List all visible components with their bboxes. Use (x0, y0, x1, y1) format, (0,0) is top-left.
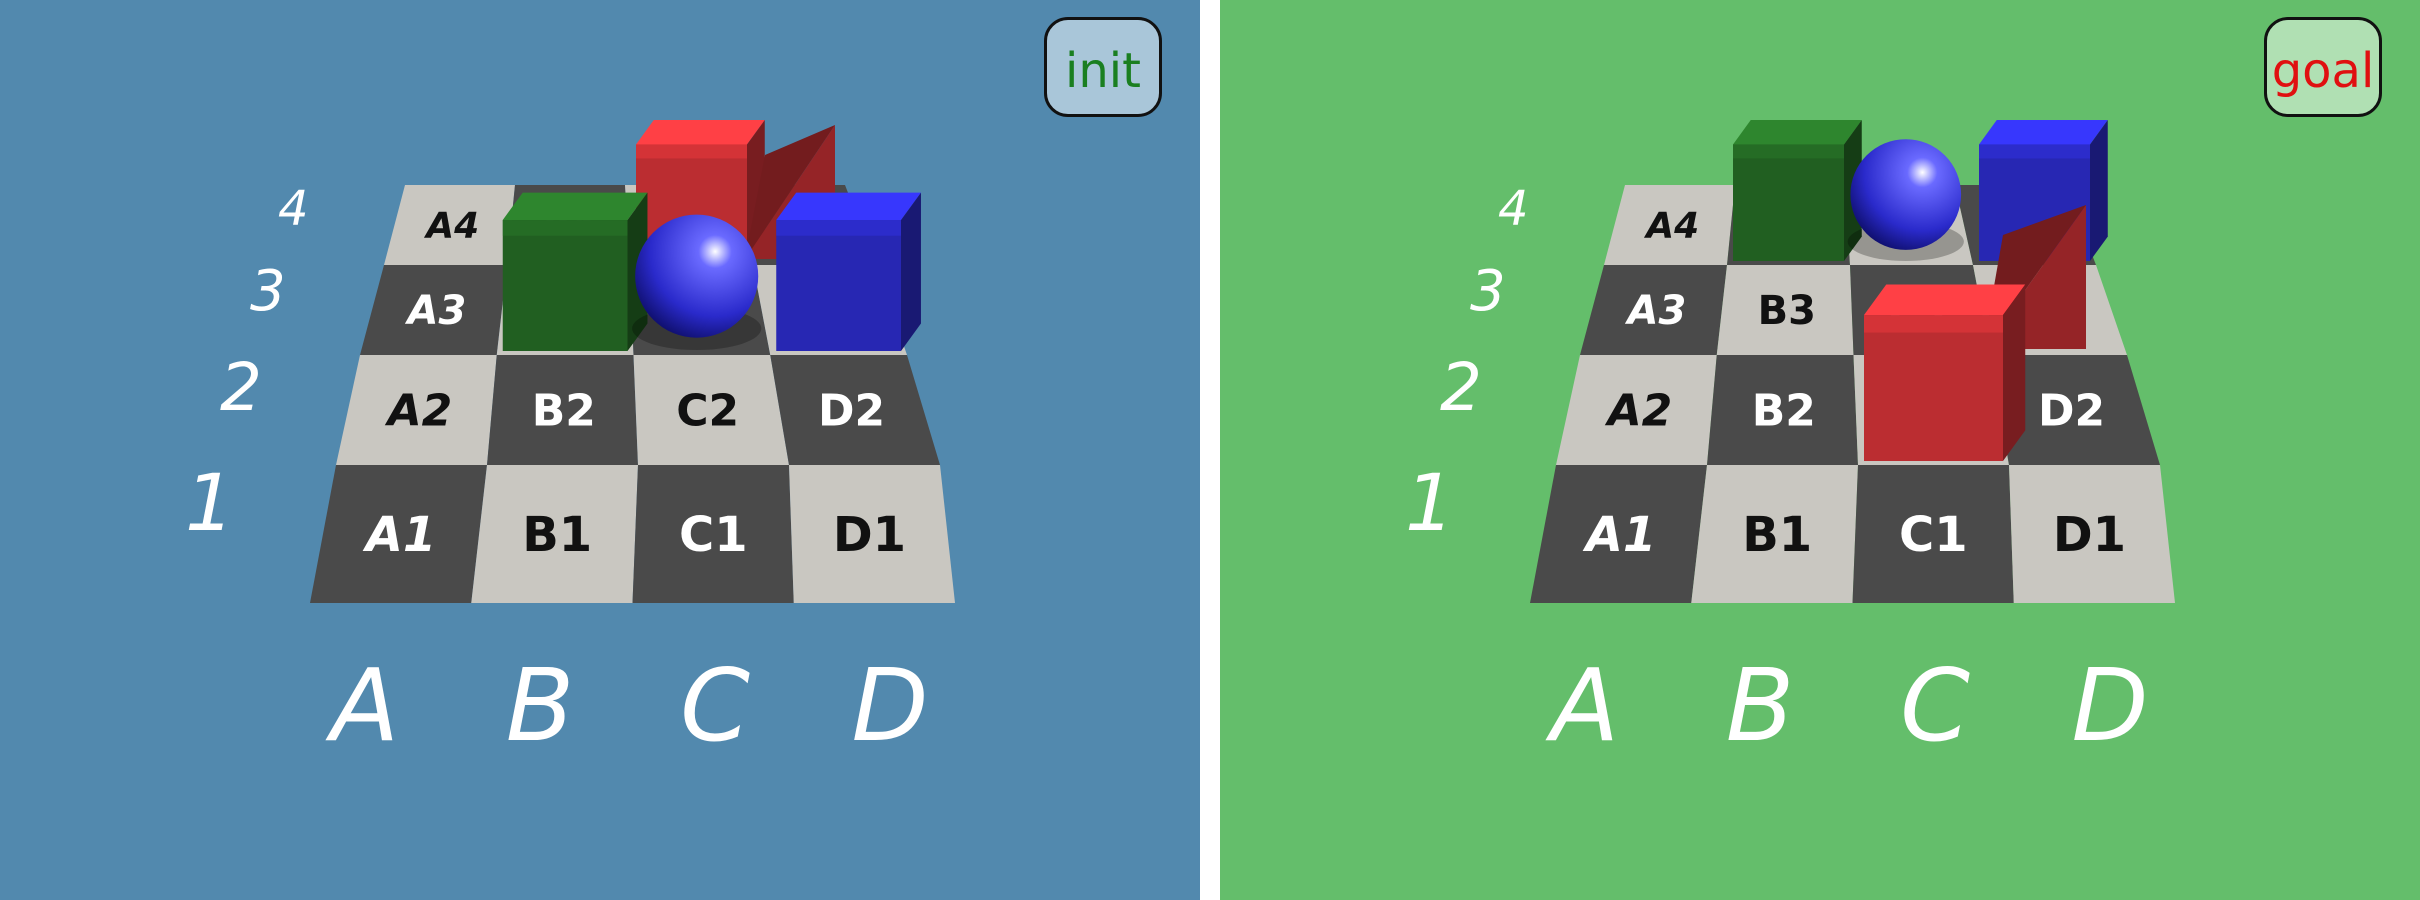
panel-divider (1200, 0, 1220, 900)
tile-A4 (384, 185, 515, 265)
tile-label: A3 (1625, 288, 1687, 334)
tile-A4 (1604, 185, 1735, 265)
tile-C1 (1852, 465, 2014, 603)
tile-D2 (1990, 355, 2160, 465)
green-cube (1733, 120, 1862, 261)
tile-label: B2 (1752, 385, 1816, 436)
tile-D1 (2009, 465, 2175, 603)
tile-label: D1 (2053, 507, 2126, 563)
tile-label: C1 (1899, 507, 1968, 563)
column-label-A: A (325, 647, 399, 764)
tile-label: D2 (818, 385, 885, 436)
blue-sphere (632, 214, 762, 350)
row-label-3: 3 (250, 259, 286, 324)
goal-badge: goal (2264, 17, 2382, 117)
tile-B1 (471, 465, 638, 603)
tile-D2 (770, 355, 940, 465)
blue-cube (776, 192, 921, 351)
tile-label: A2 (1605, 385, 1673, 436)
tile-label: A4 (423, 206, 479, 247)
tile-label: A1 (362, 507, 437, 563)
tile-label: D2 (2038, 385, 2105, 436)
row-label-1: 1 (185, 459, 235, 549)
tile-label: C2 (676, 385, 739, 436)
tile-label: D1 (833, 507, 906, 563)
tile-label: A4 (1643, 206, 1699, 247)
green-cube (502, 192, 648, 351)
column-label-C: C (1900, 647, 1970, 764)
column-label-B: B (506, 647, 575, 764)
tile-A2 (1556, 355, 1717, 465)
tile-A3 (1580, 265, 1727, 355)
tile-A3 (360, 265, 507, 355)
tile-A2 (336, 355, 497, 465)
init-panel: 1234A1B1C1D1A2B2C2D2A3B3C3D3A4B4C4D4ABCD… (0, 0, 1200, 900)
column-label-D: D (851, 647, 928, 764)
tile-label: B1 (522, 507, 592, 563)
board-init: 1234A1B1C1D1A2B2C2D2A3B3C3D3A4B4C4D4ABCD (185, 120, 955, 764)
row-label-2: 2 (220, 349, 262, 426)
tile-A1 (1530, 465, 1707, 603)
blue-sphere (1847, 139, 1964, 261)
tile-B3 (1716, 265, 1854, 355)
tile-label: B3 (1758, 288, 1816, 334)
board-goal: 1234A1B1C1D1A2B2C2D2A3B3C3D3A4B4C4D4ABCD (1405, 120, 2175, 764)
tile-label: B2 (532, 385, 596, 436)
goal-badge-label: goal (2271, 43, 2375, 99)
tile-label: A2 (385, 385, 453, 436)
column-label-C: C (680, 647, 750, 764)
row-label-3: 3 (1470, 259, 1506, 324)
init-badge-label: init (1065, 43, 1141, 99)
column-label-B: B (1726, 647, 1795, 764)
tile-label: A3 (405, 288, 467, 334)
column-label-D: D (2071, 647, 2148, 764)
tile-A1 (310, 465, 487, 603)
goal-panel: 1234A1B1C1D1A2B2C2D2A3B3C3D3A4B4C4D4ABCD… (1220, 0, 2420, 900)
tile-B2 (1707, 355, 1858, 465)
tile-D1 (789, 465, 955, 603)
column-label-A: A (1545, 647, 1619, 764)
row-label-4: 4 (1498, 181, 1529, 237)
row-label-2: 2 (1440, 349, 1482, 426)
tile-label: C1 (679, 507, 748, 563)
row-label-4: 4 (278, 181, 309, 237)
tile-label: A1 (1582, 507, 1657, 563)
tile-B2 (487, 355, 638, 465)
tile-label: B1 (1742, 507, 1812, 563)
row-label-1: 1 (1405, 459, 1455, 549)
tile-C2 (633, 355, 789, 465)
red-cube (1864, 284, 2026, 461)
tile-B1 (1691, 465, 1858, 603)
tile-C1 (632, 465, 794, 603)
init-badge: init (1044, 17, 1162, 117)
